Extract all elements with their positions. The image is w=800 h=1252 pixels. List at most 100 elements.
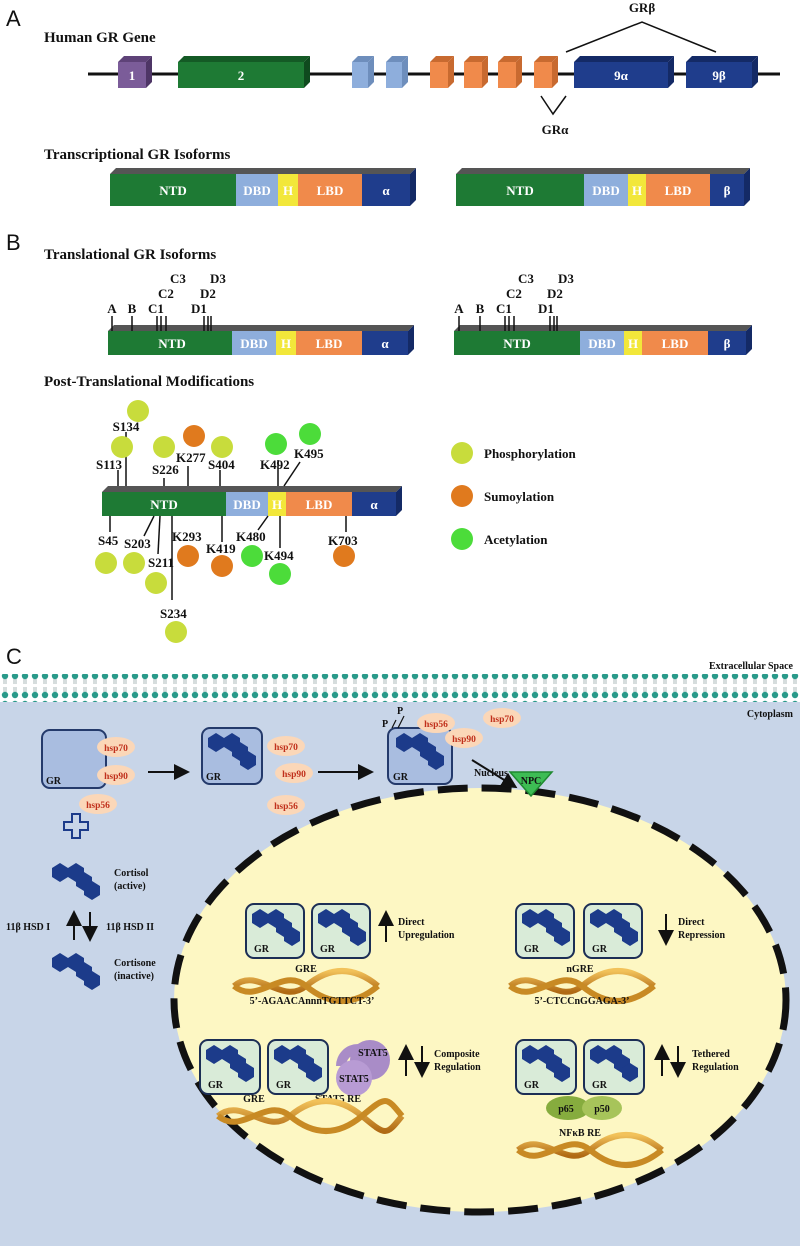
- site-c1-label: C1: [148, 301, 164, 316]
- gr-label: GR: [393, 772, 409, 783]
- legend-acetylation-swatch: [451, 528, 473, 550]
- cytoplasm-label: Cytoplasm: [747, 709, 794, 720]
- isoform-beta-bar: NTD DBD H LBD β: [456, 168, 750, 206]
- phosphorylation-marker: [123, 552, 145, 574]
- hsd1-label: 11β HSD I: [6, 922, 50, 933]
- ptm-legend: Phosphorylation Sumoylation Acetylation: [451, 442, 577, 550]
- translocation-arrow: [471, 759, 518, 789]
- acetylation-marker: [241, 545, 263, 567]
- exon-2-label: 2: [238, 68, 245, 83]
- hsp70-label: hsp70: [274, 743, 298, 753]
- exon-1-label: 1: [129, 68, 136, 83]
- legend-sumoylation-swatch: [451, 485, 473, 507]
- gr-alpha-splice-label: GRα: [542, 122, 570, 137]
- hsp70-label: hsp70: [490, 715, 514, 725]
- site-b-label: B: [476, 301, 485, 316]
- npc-label: NPC: [521, 776, 542, 787]
- hinge-label: H: [283, 183, 293, 198]
- direct-repression-module: GR GR Direct Repression nGRE 5’-CTCCnGGA…: [508, 903, 725, 1007]
- legend-sumoylation: Sumoylation: [484, 489, 555, 504]
- hinge-label: H: [281, 336, 291, 351]
- stat5-label: STAT5: [339, 1074, 369, 1085]
- site-k492-label: K492: [260, 457, 290, 472]
- sumoylation-marker: [211, 555, 233, 577]
- dbd-label: DBD: [592, 183, 619, 198]
- gr-receptor-unbound: [41, 729, 107, 789]
- acetylation-marker: [269, 563, 291, 585]
- direct-up-label-2: Upregulation: [398, 930, 455, 941]
- tethered-label-2: Regulation: [692, 1062, 739, 1073]
- panel-a-label: A: [6, 6, 21, 31]
- cortisol-state-label: (active): [114, 881, 146, 892]
- site-c1-label: C1: [496, 301, 512, 316]
- nucleus-label: Nucleus: [474, 768, 508, 779]
- panel-b-label: B: [6, 230, 21, 255]
- site-s113-label: S113: [96, 457, 123, 472]
- cortisone-label: Cortisone: [114, 958, 156, 969]
- site-d3-label: D3: [558, 271, 574, 286]
- cortisone-state-label: (inactive): [114, 971, 154, 982]
- direct-up-label: Direct: [398, 917, 425, 928]
- beta-label: β: [724, 336, 731, 351]
- ptm-circles: [95, 400, 355, 643]
- dbd-label: DBD: [243, 183, 270, 198]
- composite-regulation-module: GR GR STAT5 STAT5 Composite Regulation G…: [199, 1039, 481, 1134]
- hsp56-chaperone: [267, 795, 305, 815]
- ptm-bar: NTD DBD H LBD α: [102, 486, 402, 516]
- ptm-heading: Post-Translational Modifications: [44, 374, 254, 390]
- tethered-label: Tethered: [692, 1049, 730, 1060]
- nucleus: [170, 784, 790, 1216]
- p65-label: p65: [558, 1104, 574, 1115]
- gr-label: GR: [524, 1080, 540, 1091]
- site-s134-label: S134: [113, 419, 140, 434]
- hsp90-label: hsp90: [282, 770, 306, 780]
- site-s226-label: S226: [152, 462, 179, 477]
- site-k494-label: K494: [264, 548, 294, 563]
- acetylation-marker: [299, 423, 321, 445]
- gr-label: GR: [254, 944, 270, 955]
- extracellular-label: Extracellular Space: [709, 661, 794, 672]
- hsp90-chaperone: [97, 765, 135, 785]
- npc-icon: [508, 771, 554, 798]
- site-c3-label: C3: [170, 271, 186, 286]
- tethered-regulation-module: GR GR Tethered Regulation p65 p50 NFκB R…: [515, 1039, 739, 1168]
- site-d1-label: D1: [191, 301, 207, 316]
- gr-label: GR: [592, 944, 608, 955]
- site-k419-label: K419: [206, 541, 236, 556]
- composite-label-2: Regulation: [434, 1062, 481, 1073]
- dbd-label: DBD: [588, 336, 615, 351]
- site-a-label: A: [454, 301, 464, 316]
- ntd-label: NTD: [150, 497, 177, 512]
- hinge-label: H: [632, 183, 642, 198]
- hinge-label: H: [628, 336, 638, 351]
- hsd2-label: 11β HSD II: [106, 922, 154, 933]
- lbd-label: LBD: [662, 336, 689, 351]
- site-d2-label: D2: [547, 286, 563, 301]
- gene-heading: Human GR Gene: [44, 30, 156, 46]
- dbd-label: DBD: [240, 336, 267, 351]
- sumoylation-marker: [177, 545, 199, 567]
- phosphorylation-marker: [127, 400, 149, 422]
- cell-membrane: [0, 674, 800, 702]
- site-c2-label: C2: [506, 286, 522, 301]
- hsp90-chaperone: [275, 763, 313, 783]
- lbd-label: LBD: [316, 336, 343, 351]
- legend-phosphorylation: Phosphorylation: [484, 446, 577, 461]
- site-k277-label: K277: [176, 450, 206, 465]
- site-s45-label: S45: [98, 533, 119, 548]
- lbd-label: LBD: [306, 497, 333, 512]
- lbd-label: LBD: [665, 183, 692, 198]
- site-d3-label: D3: [210, 271, 226, 286]
- isoform-alpha-bar: NTD DBD H LBD α: [110, 168, 416, 206]
- site-s203-label: S203: [124, 536, 151, 551]
- hsp56-chaperone: [79, 794, 117, 814]
- gr-label: GR: [208, 1080, 224, 1091]
- direct-upregulation-module: GR GR Direct Upregulation GRE 5’-AGAACAn…: [232, 903, 455, 1007]
- site-b-label: B: [128, 301, 137, 316]
- gre-label: GRE: [243, 1094, 265, 1105]
- hsp70-chaperone: [97, 737, 135, 757]
- phosphorylation-marker: [211, 436, 233, 458]
- site-s234-label: S234: [160, 606, 187, 621]
- hsp56-chaperone: [417, 713, 455, 733]
- ntd-label: NTD: [159, 183, 186, 198]
